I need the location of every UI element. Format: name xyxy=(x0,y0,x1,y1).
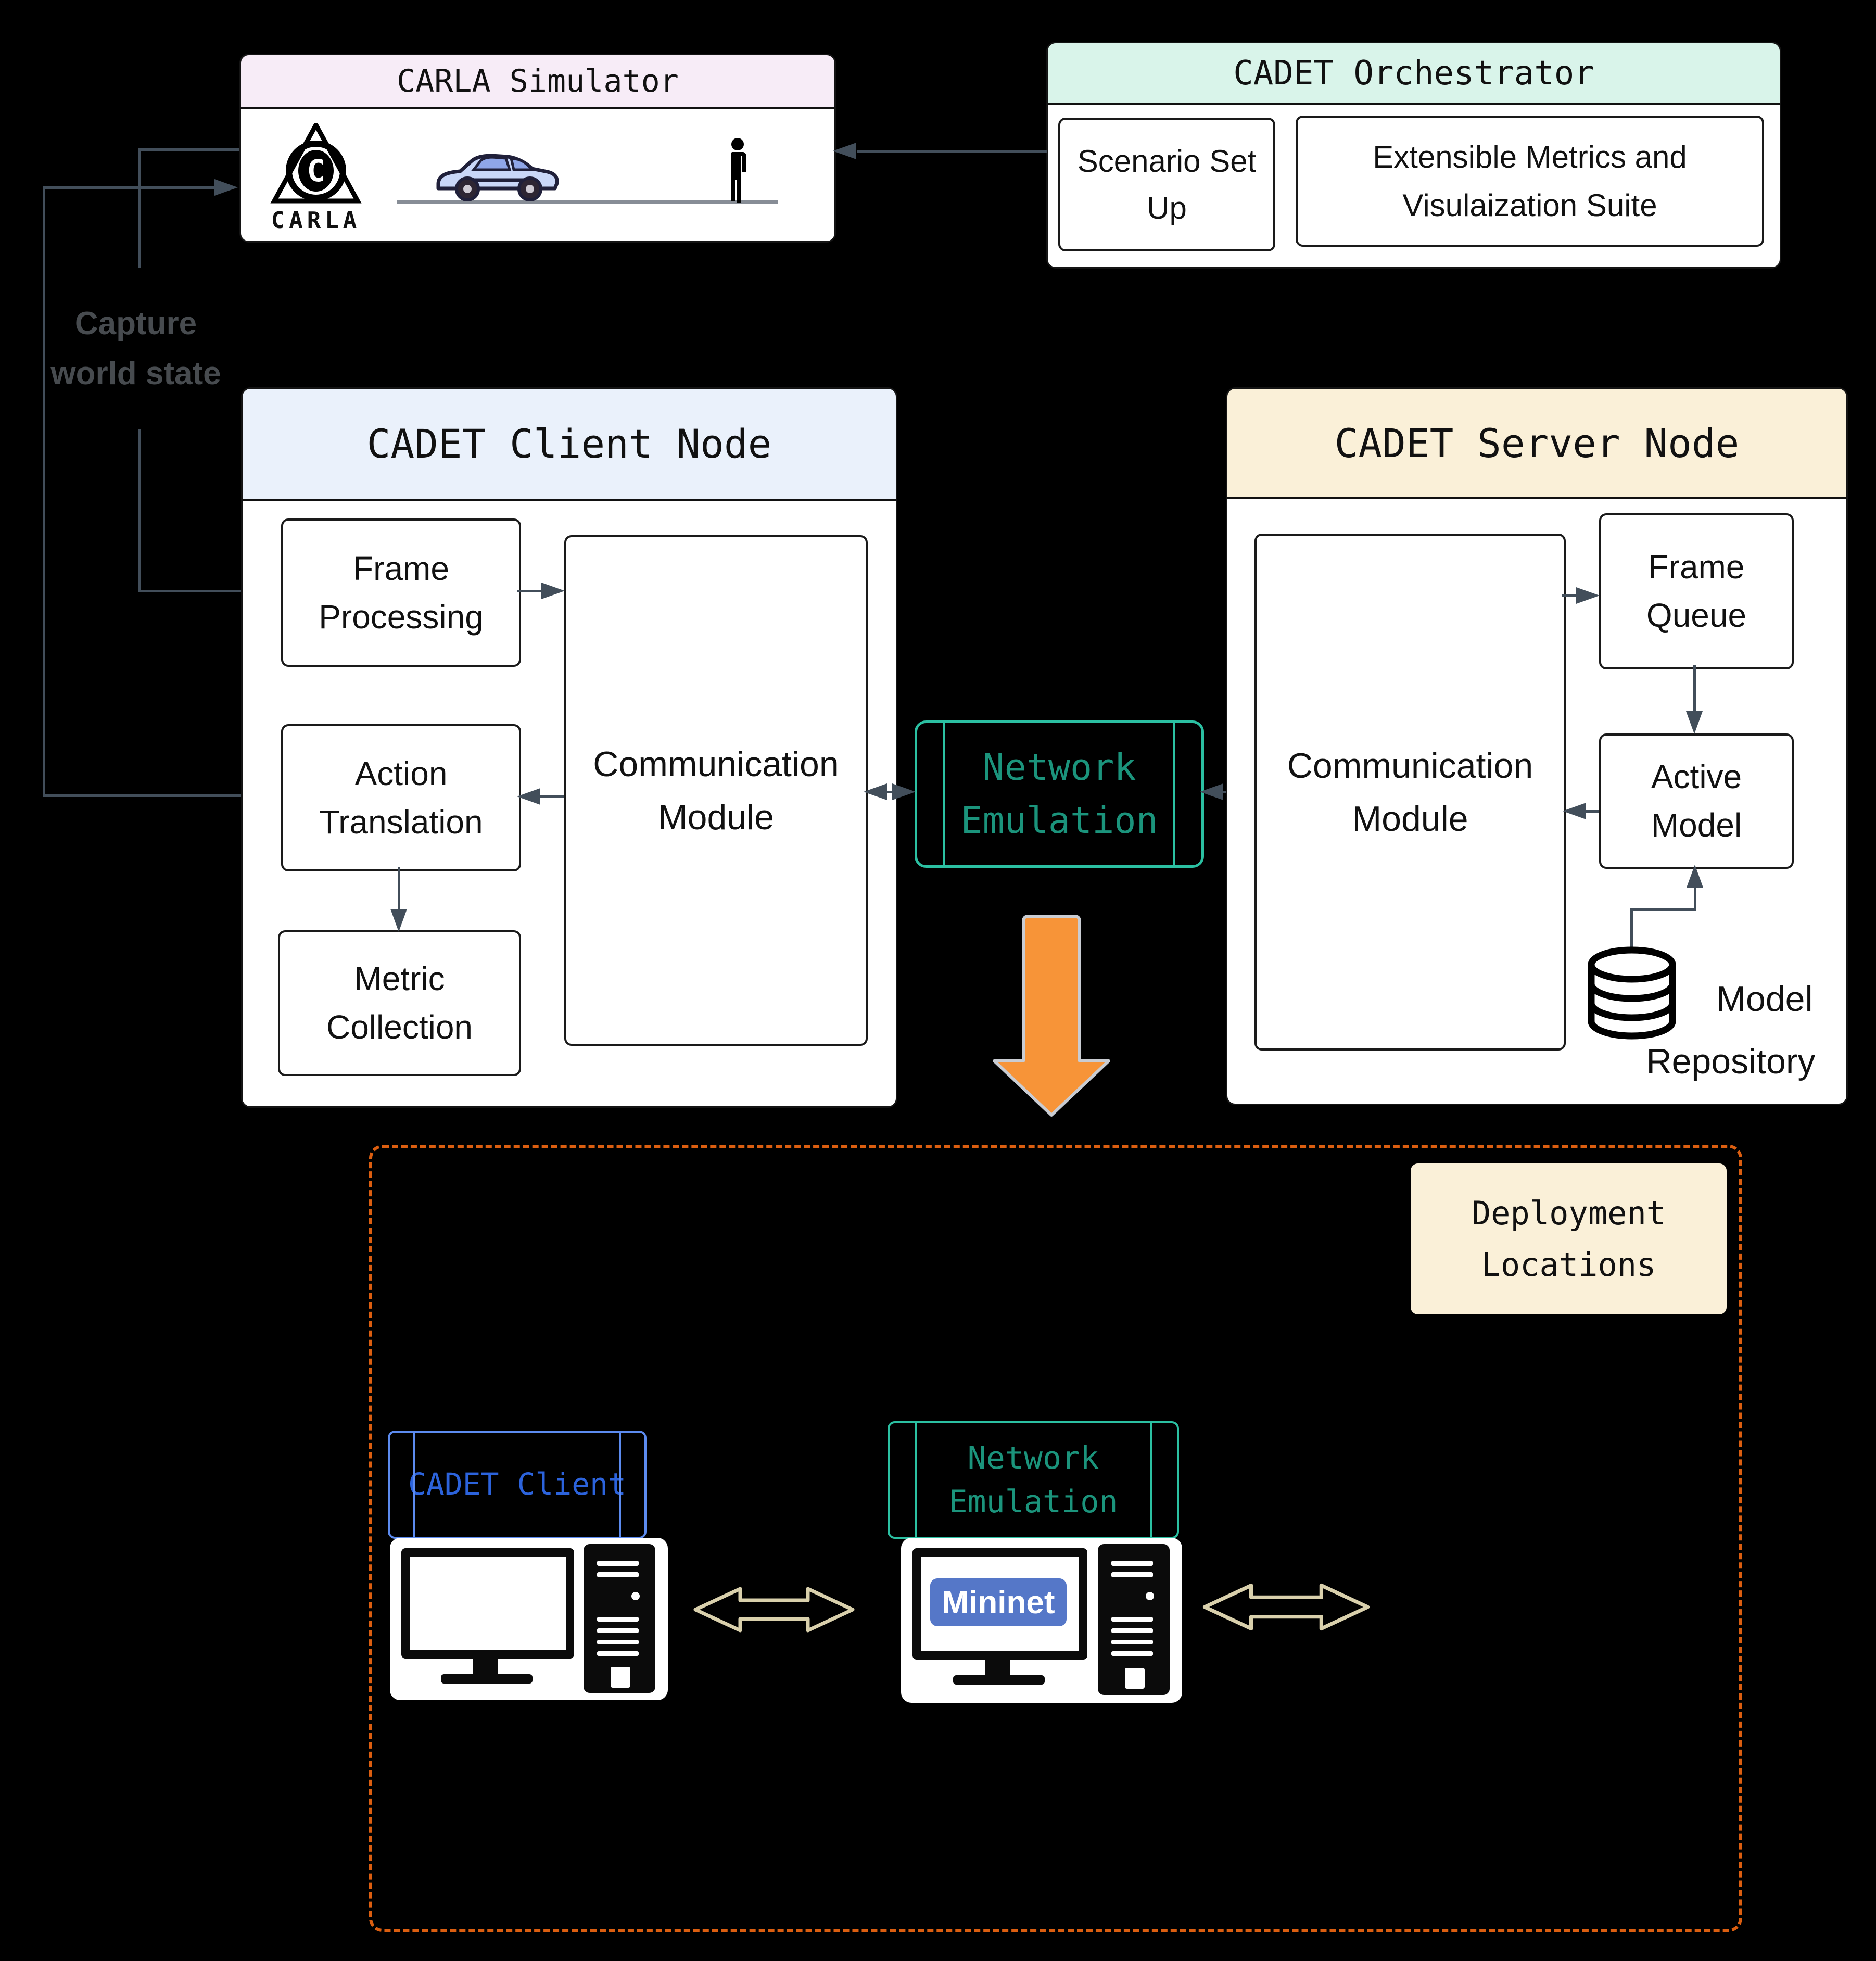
carla-simulator-box: CARLA Simulator C CARLA xyxy=(239,54,836,243)
client-ne-arrowhead-right xyxy=(892,783,916,800)
am-to-scm-arrowhead xyxy=(1563,803,1586,819)
mininet-monitor: Mininet xyxy=(912,1548,1087,1660)
frame-processing-box: Frame Processing xyxy=(281,518,521,667)
capture-world-state-label: Capture world state xyxy=(50,305,221,391)
network-emulation-label: Network Emulation xyxy=(960,746,1158,842)
carla-scene: C CARLA xyxy=(241,107,831,238)
repo-elbow-v2 xyxy=(1694,888,1696,911)
frame-queue-box: Frame Queue xyxy=(1599,513,1794,669)
orchestrator-to-carla-arrowhead xyxy=(833,143,856,159)
deployment-ne-left-bar xyxy=(915,1423,917,1537)
client-ne-arrowhead-left xyxy=(864,783,887,800)
action-translation-box: Action Translation xyxy=(281,724,521,871)
ne-server-arrowhead-left xyxy=(1200,783,1223,800)
model-repository-label-line2: Repository xyxy=(1646,1042,1816,1081)
deployment-locations-box: Deployment Locations xyxy=(1411,1163,1727,1314)
fq-to-am-line xyxy=(1693,665,1696,712)
carla-simulator-title: CARLA Simulator xyxy=(397,63,679,99)
metric-collection-box: Metric Collection xyxy=(278,930,521,1076)
active-model-label: Active Model xyxy=(1651,758,1742,844)
capture-line-bottom xyxy=(138,590,258,592)
repo-elbow-v1 xyxy=(1630,909,1633,948)
cadet-server-node-header: CADET Server Node xyxy=(1226,387,1848,499)
cadet-orchestrator-header: CADET Orchestrator xyxy=(1046,42,1781,105)
deployment-ne-right-bar xyxy=(1150,1423,1152,1537)
action-to-carla-arrowhead xyxy=(214,179,238,196)
repo-elbow-h xyxy=(1630,908,1696,911)
server-communication-module-box: Communication Module xyxy=(1254,534,1566,1051)
client-ne-line xyxy=(884,791,895,793)
mininet-monitor-neck xyxy=(985,1658,1010,1677)
server-communication-module-label: Communication Module xyxy=(1287,745,1533,839)
deployment-network-emulation-label: Network Emulation xyxy=(948,1440,1118,1520)
at-to-mc-line xyxy=(398,867,400,910)
svg-text:C: C xyxy=(307,153,325,188)
orchestrator-to-carla-line xyxy=(857,150,1047,153)
deployment-cadet-client-box: CADET Client xyxy=(388,1431,647,1539)
action-line-bottom xyxy=(43,794,281,797)
metrics-suite-label: Extensible Metrics and Visulaization Sui… xyxy=(1373,140,1687,223)
deployment-client-right-bar xyxy=(619,1433,621,1537)
network-emulation-left-bar xyxy=(943,723,945,865)
action-line-vertical xyxy=(43,186,45,797)
frame-queue-label: Frame Queue xyxy=(1646,548,1747,634)
fp-to-cm-arrowhead xyxy=(541,583,565,599)
deployment-locations-label: Deployment Locations xyxy=(1471,1194,1666,1284)
deployment-cadet-client-label: CADET Client xyxy=(408,1466,627,1502)
model-repository-icon xyxy=(1588,946,1676,1040)
metrics-suite-box: Extensible Metrics and Visulaization Sui… xyxy=(1296,116,1764,247)
am-to-scm-line xyxy=(1586,810,1599,813)
metric-collection-label: Metric Collection xyxy=(326,960,473,1046)
cadet-orchestrator-box: CADET Orchestrator Scenario Set Up Exten… xyxy=(1046,42,1781,269)
client-monitor xyxy=(401,1548,574,1659)
at-to-mc-arrowhead xyxy=(390,909,407,932)
cm-to-at-arrowhead xyxy=(517,788,540,805)
carla-simulator-header: CARLA Simulator xyxy=(239,54,836,109)
deployment-client-left-bar xyxy=(413,1433,415,1537)
network-emulation-box: Network Emulation xyxy=(915,720,1204,868)
pedestrian-icon xyxy=(731,138,746,203)
carla-logo-text: CARLA xyxy=(271,207,361,234)
capture-line-top xyxy=(138,148,239,151)
cadet-client-node-header: CADET Client Node xyxy=(241,387,897,501)
mininet-badge: Mininet xyxy=(930,1578,1067,1626)
action-translation-label: Action Translation xyxy=(319,754,483,841)
big-down-arrow-icon xyxy=(993,915,1110,1117)
scm-to-fq-line xyxy=(1562,594,1577,597)
mininet-computer-icon: Mininet xyxy=(901,1538,1182,1703)
client-tower xyxy=(584,1544,655,1693)
client-communication-module-box: Communication Module xyxy=(564,535,868,1046)
frame-processing-label: Frame Processing xyxy=(319,549,484,636)
double-arrow-right-icon xyxy=(1202,1583,1370,1631)
client-communication-module-label: Communication Module xyxy=(593,744,839,837)
deployment-network-emulation-box: Network Emulation xyxy=(888,1421,1179,1539)
scenario-setup-box: Scenario Set Up xyxy=(1058,118,1275,251)
client-computer-icon xyxy=(390,1538,668,1700)
scm-to-fq-arrowhead xyxy=(1576,587,1600,604)
action-line-top xyxy=(43,186,214,189)
carla-logo-icon: C xyxy=(270,123,362,204)
deployment-region xyxy=(369,1145,1742,1932)
client-monitor-neck xyxy=(473,1656,498,1676)
model-repository-label-line1: Model xyxy=(1716,979,1813,1019)
fp-to-cm-line xyxy=(517,590,541,592)
cadet-server-node-title: CADET Server Node xyxy=(1334,420,1740,466)
cadet-orchestrator-title: CADET Orchestrator xyxy=(1233,54,1594,93)
mininet-tower xyxy=(1098,1544,1170,1695)
mininet-monitor-base xyxy=(953,1675,1045,1685)
double-arrow-left-icon xyxy=(693,1587,855,1633)
cadet-client-node-title: CADET Client Node xyxy=(366,421,772,467)
fq-to-am-arrowhead xyxy=(1686,711,1703,734)
client-monitor-base xyxy=(441,1674,533,1684)
repo-to-am-arrowhead xyxy=(1687,865,1703,888)
scenario-setup-label: Scenario Set Up xyxy=(1077,143,1257,225)
car-icon xyxy=(436,154,559,201)
active-model-box: Active Model xyxy=(1599,733,1794,869)
network-emulation-right-bar xyxy=(1173,723,1175,865)
road-line xyxy=(397,200,778,204)
cm-to-at-line xyxy=(540,795,564,798)
capture-world-state-label-box: Capture world state xyxy=(50,268,222,429)
